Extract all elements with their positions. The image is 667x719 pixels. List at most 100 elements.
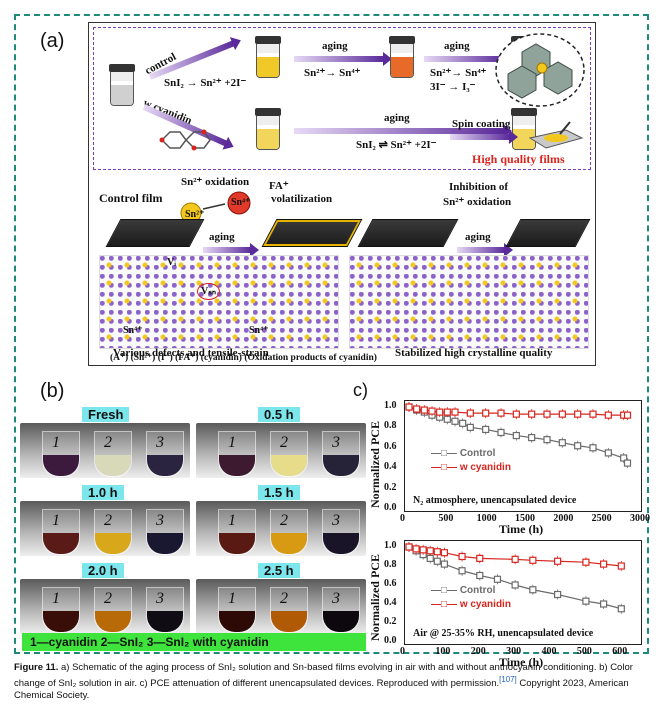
data-point: [458, 567, 466, 575]
tube-liquid: [323, 454, 359, 476]
tube-3: 3: [322, 509, 360, 555]
time-tag-2: 1.0 h: [82, 485, 124, 500]
data-point: [543, 436, 551, 444]
time-tag-5: 2.5 h: [258, 563, 300, 578]
data-point: [426, 547, 434, 555]
aging-2-equation-1: Sn²⁺→ Sn⁴⁺: [430, 67, 487, 79]
tube-liquid: [271, 532, 307, 554]
tube-liquid: [43, 454, 79, 476]
data-point: [623, 411, 632, 419]
x-tick: 400: [541, 646, 557, 657]
high-quality-films-label: High quality films: [472, 152, 565, 166]
x-tick: 1500: [515, 513, 535, 524]
data-point: [511, 555, 519, 563]
y-tick: 0.8: [384, 420, 397, 432]
cyanidin-film-aged: [505, 219, 591, 247]
data-point: [617, 605, 625, 613]
tube-legend: 1—cyanidin 2—SnI₂ 3—SnI₂ with cyanidin: [22, 633, 366, 651]
aging-2-label: aging: [444, 40, 470, 52]
data-point: [466, 409, 474, 417]
x-tick: 0: [400, 646, 405, 657]
data-point: [554, 557, 562, 565]
data-point: [574, 410, 582, 418]
tube-number: 1: [52, 434, 60, 451]
sn4-defect-b: Sn⁴⁺: [249, 325, 269, 336]
data-point: [440, 560, 448, 568]
data-point: [528, 433, 536, 442]
tube-liquid: [271, 610, 307, 632]
cyanidin-film-fresh: [357, 219, 459, 247]
data-point: [451, 408, 459, 416]
tube-2: 2: [270, 587, 308, 633]
data-point: [582, 558, 590, 566]
vsn-label: Vₛₙ: [197, 283, 220, 300]
data-point: [458, 552, 466, 561]
inhibition-label-1: Inhibition of: [449, 181, 508, 193]
arrow-aging-3: [294, 124, 512, 138]
y-tick: 1.0: [384, 400, 397, 411]
tube-number: 1: [52, 512, 60, 529]
film-evolution-bottom: Control film Sn²⁺ oxidation Sn²⁺ Sn⁴⁺ FA…: [93, 175, 591, 363]
vial-control-aged-1: [389, 36, 415, 78]
legend-entry-1: —□— w cyanidin: [431, 462, 511, 474]
data-point: [433, 557, 441, 565]
tube-number: 2: [104, 590, 112, 607]
data-point: [589, 410, 597, 418]
tube-2: 2: [94, 509, 132, 555]
tube-liquid: [219, 610, 255, 632]
data-point: [529, 556, 537, 564]
defects-caption: Various defects and tensile-strain: [113, 347, 269, 359]
data-point: [623, 459, 632, 467]
data-point: [443, 408, 451, 416]
y-tick: 0.6: [384, 440, 397, 452]
arrow-aging-b1: [203, 243, 259, 257]
x-tick: 1000: [476, 513, 497, 524]
sn4-defect-a: Sn⁴⁺: [123, 325, 143, 336]
data-point: [443, 415, 451, 423]
aging-schematic-top: control SnI₂ → Sn²⁺ +2I⁻ w cyanidin agin…: [93, 27, 591, 170]
aging-1-equation: Sn²⁺→ Sn⁴⁺: [304, 67, 361, 79]
tube-3: 3: [322, 431, 360, 477]
x-axis-label: Time (h): [499, 522, 544, 536]
y-tick: 0.4: [384, 461, 397, 473]
tube-liquid: [323, 610, 359, 632]
tube-3: 3: [322, 587, 360, 633]
stabilized-lattice: [349, 255, 589, 349]
data-point: [405, 403, 413, 411]
tube-number: 2: [280, 512, 288, 529]
data-point: [451, 417, 459, 425]
vial-cyanidin-aged: [511, 108, 537, 150]
tube-number: 3: [156, 512, 164, 529]
tube-number: 3: [156, 434, 164, 451]
x-tick: 500: [438, 513, 454, 524]
tube-liquid: [147, 610, 183, 632]
tube-number: 2: [280, 434, 288, 451]
data-point: [617, 562, 625, 570]
tube-number: 2: [104, 434, 112, 451]
cyanidin-molecule-icon: [159, 129, 211, 151]
tube-liquid: [219, 454, 255, 476]
fa-label: FA⁺: [269, 180, 289, 192]
tube-number: 3: [156, 590, 164, 607]
aging-2-equation-2: 3I⁻ → I₃⁻: [430, 81, 476, 93]
volatilization-label: volatilization: [271, 193, 333, 205]
tube-liquid: [219, 532, 255, 554]
tube-number: 1: [228, 512, 236, 529]
tube-2: 2: [94, 587, 132, 633]
arrow-spin-coating: [450, 130, 518, 144]
tube-1: 1: [42, 509, 80, 555]
data-point: [419, 546, 427, 554]
sn-oxidation-icon: [180, 191, 251, 224]
inhibition-label-2: Sn²⁺ oxidation: [443, 196, 512, 208]
data-point: [620, 454, 628, 462]
pce-chart-2: Air @ 25-35% RH, unencapsulated device—□…: [404, 540, 642, 645]
legend-entry-0: —□— Control: [431, 585, 496, 597]
x-tick: 200: [470, 646, 486, 657]
x-tick: 300: [506, 646, 522, 657]
tube-number: 1: [228, 590, 236, 607]
tube-2: 2: [270, 509, 308, 555]
data-point: [558, 410, 566, 418]
x-tick: 0: [400, 513, 405, 524]
